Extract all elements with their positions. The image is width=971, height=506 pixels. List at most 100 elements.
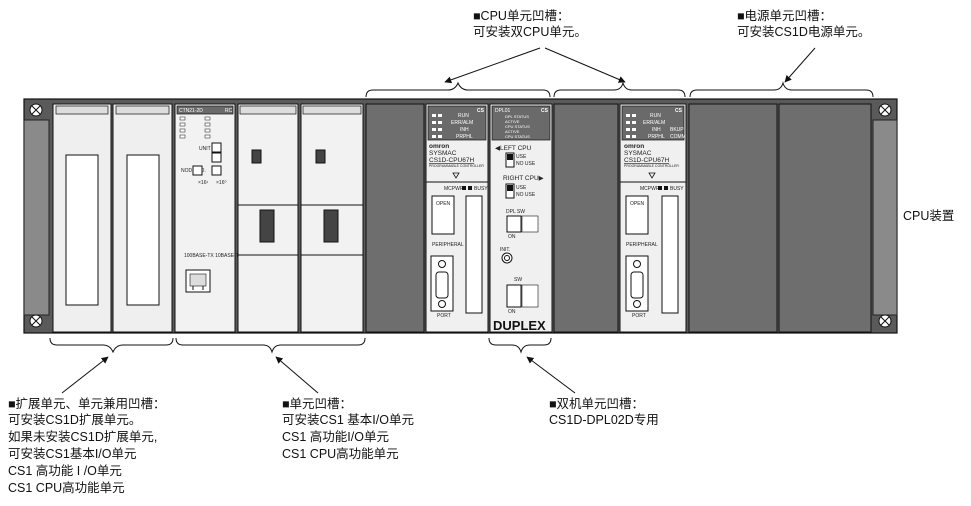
- led-block: [626, 114, 636, 138]
- unit-slot-callout: ■单元凹槽： 可安装CS1 基本I/O单元 CS1 高功能I/O单元 CS1 C…: [282, 397, 414, 461]
- ethernet-port-icon[interactable]: [185, 269, 211, 293]
- unit-slot-line: CS1 高功能I/O单元: [282, 429, 389, 444]
- rotary-switch-icon[interactable]: [211, 142, 222, 153]
- port-label: PORT: [632, 313, 646, 319]
- use-label: USE: [516, 185, 527, 191]
- led-block: [179, 116, 211, 139]
- connector-icon: [315, 149, 326, 164]
- hex-low-label: ×16⁰: [216, 180, 227, 186]
- unit-slot-brace: [175, 337, 366, 354]
- hex-high-label: ×16¹: [198, 180, 208, 186]
- cpu-slot-callout: ■CPU单元凹槽： 可安装双CPU单元。: [473, 9, 587, 39]
- dpl-status-label: CPU STATUS: [505, 134, 530, 139]
- expansion-slot-line: CS1 CPU高功能单元: [8, 480, 125, 495]
- duplex-slot-callout: ■双机单元凹槽： CS1D-DPL02D专用: [549, 397, 659, 427]
- memory-card-slot[interactable]: [625, 195, 649, 235]
- expansion-slot-brace: [49, 337, 174, 354]
- no-use-label: NO USE: [516, 161, 536, 167]
- led-block: [432, 114, 442, 138]
- cs-tag: CS: [675, 108, 683, 114]
- unit-slot-line: CS1 CPU高功能单元: [282, 446, 399, 461]
- expansion-slot-line: 可安装CS1D扩展单元。: [8, 412, 141, 427]
- dpl-status-label: CPU STATUS: [505, 124, 530, 129]
- on-label: ON: [508, 309, 516, 315]
- rs232c-port-icon[interactable]: [430, 255, 454, 312]
- expansion-slot-2: [112, 103, 173, 333]
- dpl-status-label: DPL STATUS: [505, 114, 529, 119]
- cs-tag: CS: [477, 108, 485, 114]
- cs-tag: CS: [541, 108, 549, 114]
- led-label: INH: [652, 127, 661, 133]
- unit-no-label: UNIT NO.: [199, 146, 221, 152]
- open-label: OPEN: [630, 201, 645, 207]
- rotary-switch-icon[interactable]: [192, 165, 203, 176]
- cpu-model-label: CS1D-CPU67H: [624, 157, 669, 164]
- unit-slot-line: 可安装CS1 基本I/O单元: [282, 412, 414, 427]
- arrow-expansion: [61, 356, 109, 394]
- brand-logo: omron: [429, 143, 449, 150]
- expansion-slot-line: 可安装CS1基本I/O单元: [8, 446, 137, 461]
- rs232c-port-icon[interactable]: [625, 255, 649, 312]
- arrow-power: [784, 47, 816, 83]
- led-label: INH: [460, 127, 469, 133]
- memory-card-slot[interactable]: [431, 195, 455, 235]
- led-label: RUN: [458, 113, 469, 119]
- dpl-dip-switch[interactable]: [506, 215, 522, 233]
- led-label: PRPHL: [648, 134, 665, 140]
- slot-braces: [49, 81, 874, 354]
- brand-logo: omron: [624, 143, 644, 150]
- mcpwr-label: MCPWR: [444, 186, 464, 192]
- ethernet-unit: CTN21-2D RC UNIT NO. NODE NO. ×16¹ ×16⁰ …: [174, 103, 239, 333]
- sysmac-label: SYSMAC: [429, 150, 457, 157]
- cpu-slot-title: ■CPU单元凹槽：: [473, 9, 569, 23]
- duplex-slot-line: ■双机单元凹槽：: [549, 397, 644, 411]
- expansion-slot-line: CS1 高功能 I /O单元: [8, 463, 122, 478]
- led-label: RUN: [650, 113, 661, 119]
- power-slot-title: ■电源单元凹槽：: [737, 9, 832, 23]
- card-cover: [661, 195, 679, 314]
- led-label: PRPHL: [456, 134, 473, 140]
- dip-switch[interactable]: [506, 284, 522, 308]
- sw-label: SW: [514, 277, 522, 283]
- arrow-unit: [275, 356, 319, 394]
- expansion-slot-line: 如果未安装CS1D扩展单元,: [8, 429, 157, 444]
- screw-icon: [29, 103, 43, 117]
- screw-icon: [878, 103, 892, 117]
- empty-slot: [365, 103, 425, 333]
- busy-label: BUSY: [474, 186, 488, 192]
- rotary-switch-icon[interactable]: [211, 165, 222, 176]
- power-slot-1: [688, 103, 778, 333]
- duplex-slot-line: CS1D-DPL02D专用: [549, 412, 659, 427]
- on-label: ON: [508, 234, 516, 240]
- arrow-cpu-right: [544, 47, 626, 83]
- cpu-unit-left: CS RUN ERR/ALM INH PRPHL omron SYSMAC CS…: [425, 103, 489, 333]
- no-use-label: NO USE: [516, 192, 536, 198]
- sysmac-label: SYSMAC: [624, 150, 652, 157]
- unit-tag-label: RC: [225, 108, 233, 114]
- right-cpu-label: RIGHT CPU▶: [503, 175, 545, 182]
- power-slot-desc: 可安装CS1D电源单元。: [737, 24, 870, 39]
- dpl-status-label: ACTIVE: [505, 129, 520, 134]
- terminal-icon: [259, 209, 275, 243]
- dpl-sw-label: DPL SW: [506, 209, 525, 215]
- screw-icon: [878, 314, 892, 328]
- led-label: COMM: [670, 134, 686, 140]
- port-label: PORT: [437, 313, 451, 319]
- left-rail: [23, 119, 50, 316]
- dpl-status-label: ACTIVE: [505, 119, 520, 124]
- rotary-switch-icon[interactable]: [211, 152, 222, 163]
- busy-label: BUSY: [670, 186, 684, 192]
- io-unit-1: [237, 103, 299, 333]
- arrow-duplex: [526, 356, 576, 394]
- led-label: ERR/ALM: [643, 120, 665, 126]
- cpu-device-label: CPU装置: [903, 209, 954, 223]
- led-label: BKUP: [670, 127, 684, 133]
- terminal-icon: [323, 209, 339, 243]
- cpu-slot-desc: 可安装双CPU单元。: [473, 24, 587, 39]
- connector-icon: [251, 149, 262, 164]
- power-slot-brace: [689, 81, 874, 98]
- callout-arrows: [61, 47, 816, 394]
- cpu-unit-right: CS RUN ERR/ALM INH PRPHL BKUP COMM omron…: [619, 103, 687, 333]
- right-rail: [872, 119, 898, 316]
